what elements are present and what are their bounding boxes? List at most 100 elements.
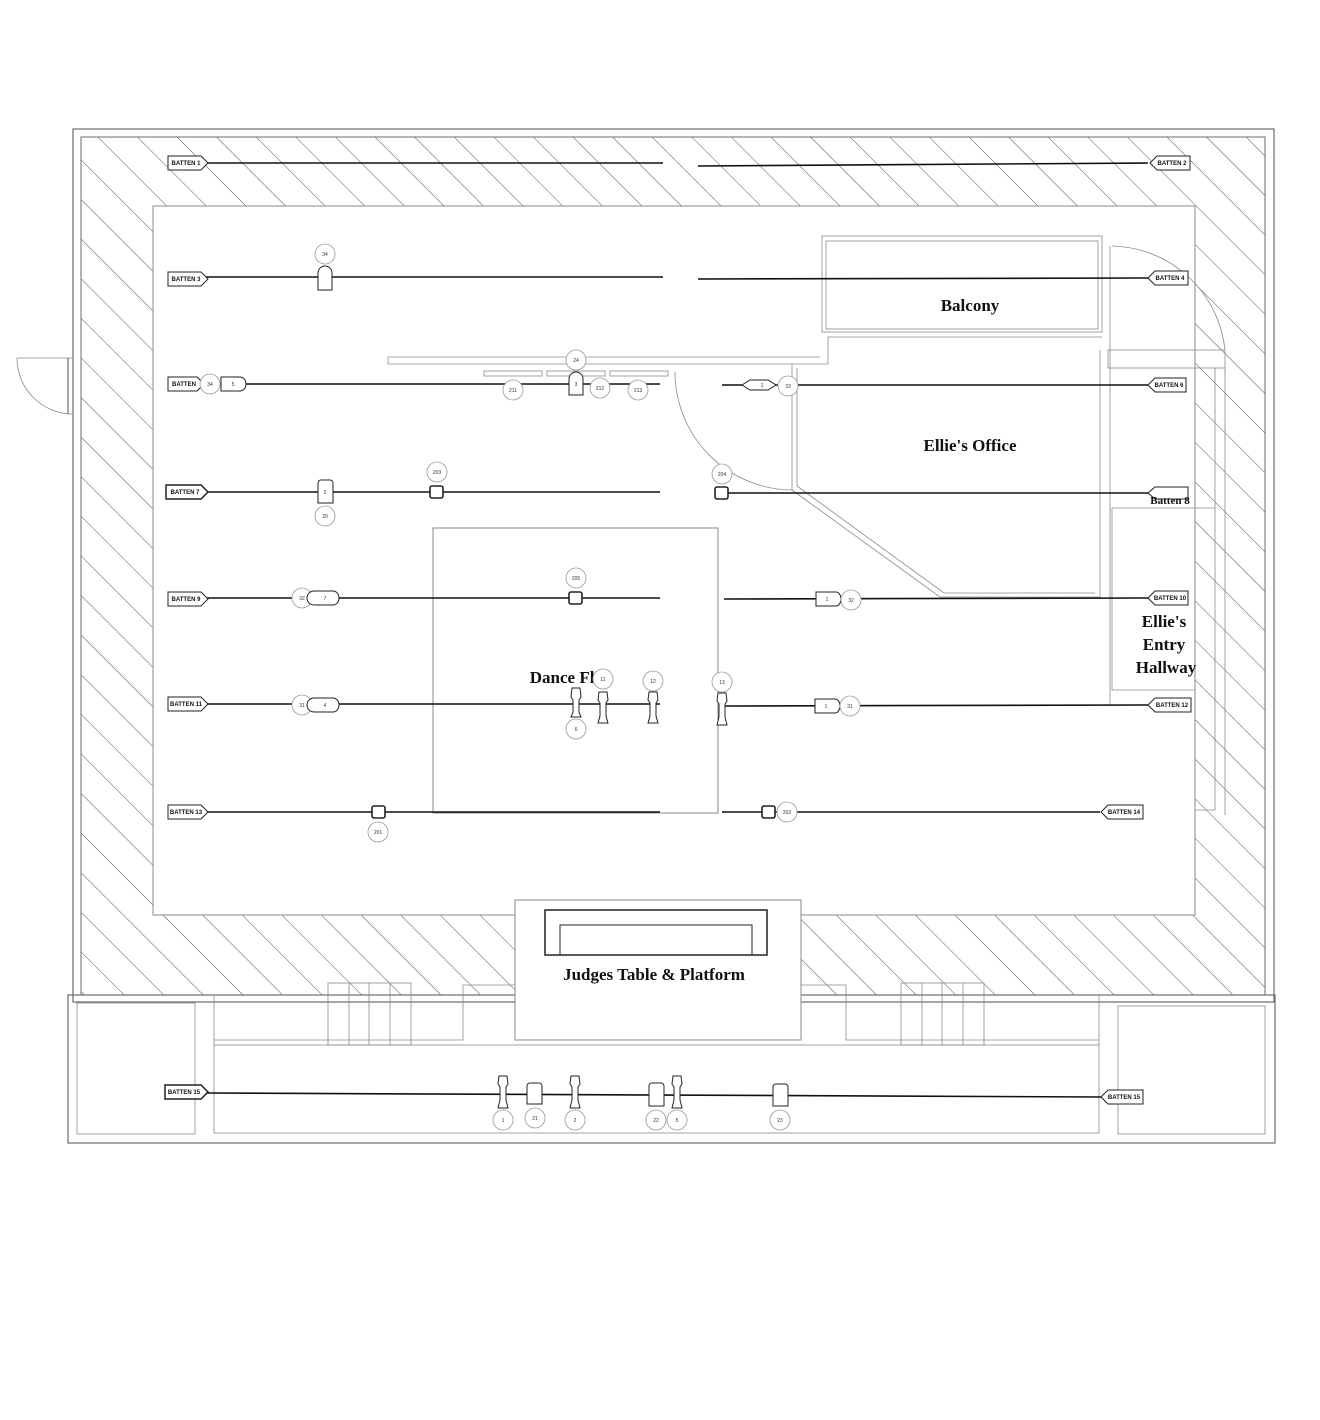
balcony-label: Balcony — [941, 296, 1000, 315]
dance-floor-label: Dance Fl r — [530, 668, 607, 687]
svg-text:BATTEN 3: BATTEN 3 — [172, 277, 202, 283]
stairs-right — [900, 982, 985, 1046]
dance-floor: Dance Fl r — [432, 527, 719, 814]
batten-tag-15-left: BATTEN 15 — [164, 1084, 210, 1100]
fixture-unit-205: 205 — [565, 567, 587, 605]
batten-8-label: Batten 8 — [1150, 495, 1190, 507]
fixture-unit-23: 23 — [769, 1083, 791, 1131]
fixture-unit-2-20: 2 20 — [314, 479, 336, 527]
fixture-unit-5-bottom: 5 — [666, 1075, 688, 1131]
svg-text:205: 205 — [572, 576, 581, 582]
batten-tag-15-right: BATTEN 15 — [1100, 1089, 1144, 1105]
svg-text:33: 33 — [785, 384, 791, 390]
svg-text:31: 31 — [847, 704, 853, 710]
truss-segments — [483, 370, 669, 377]
svg-text:204: 204 — [718, 472, 727, 478]
svg-text:12: 12 — [650, 679, 656, 685]
svg-text:BATTEN 11: BATTEN 11 — [170, 702, 203, 708]
batten-tag-7: BATTEN 7 — [165, 484, 210, 500]
fixture-unit-201: 201 — [367, 805, 389, 843]
batten-tag-2: BATTEN 2 — [1149, 155, 1191, 171]
stairs-left — [327, 982, 412, 1046]
svg-text:BATTEN: BATTEN — [172, 382, 196, 388]
batten-tag-8: Batten 8 — [1147, 486, 1190, 507]
svg-text:BATTEN 4: BATTEN 4 — [1156, 276, 1186, 282]
batten-tag-5: BATTEN — [167, 376, 205, 392]
batten-tag-9: BATTEN 9 — [167, 591, 209, 607]
svg-text:201: 201 — [374, 830, 383, 836]
fixture-unit-2-bottom: 2 — [564, 1075, 586, 1131]
fixture-unit-11: 11 — [592, 668, 614, 724]
fixture-unit-24: 24 3 — [565, 349, 587, 396]
fixture-unit-5: 34 5 — [199, 373, 247, 395]
svg-text:BATTEN 15: BATTEN 15 — [168, 1090, 201, 1096]
fixture-unit-6: 6 — [565, 687, 587, 740]
judges-platform: Judges Table & Platform — [514, 899, 802, 1041]
svg-text:1: 1 — [825, 704, 828, 710]
svg-text:20: 20 — [322, 514, 328, 520]
svg-text:32: 32 — [299, 596, 305, 602]
batten-tag-4: BATTEN 4 — [1147, 270, 1189, 286]
svg-text:31: 31 — [299, 703, 305, 709]
entry-label-line3: Hallway — [1136, 658, 1197, 677]
unit-212: 212 — [589, 377, 611, 399]
entry-label-line1: Ellie's — [1142, 612, 1187, 631]
unit-211: 211 — [502, 379, 524, 401]
svg-text:BATTEN 9: BATTEN 9 — [172, 597, 202, 603]
svg-text:212: 212 — [596, 386, 605, 392]
fixture-unit-21: 21 — [524, 1082, 546, 1129]
fixture-unit-33: 1 33 — [741, 375, 799, 397]
svg-text:1: 1 — [826, 597, 829, 603]
fixture-unit-1-31: 1 31 — [814, 695, 861, 717]
svg-text:3: 3 — [575, 382, 578, 388]
fixture-unit-202: 202 — [761, 801, 798, 823]
svg-text:BATTEN 1: BATTEN 1 — [172, 161, 202, 167]
batten-tag-10: BATTEN 10 — [1147, 590, 1189, 606]
svg-text:1: 1 — [502, 1118, 505, 1124]
batten-tag-12: BATTEN 12 — [1147, 697, 1192, 713]
svg-text:23: 23 — [777, 1118, 783, 1124]
svg-text:BATTEN 14: BATTEN 14 — [1108, 810, 1141, 816]
svg-text:211: 211 — [509, 388, 517, 394]
svg-text:2: 2 — [574, 1118, 577, 1124]
entry-label-line2: Entry — [1143, 635, 1186, 654]
svg-text:202: 202 — [783, 810, 792, 816]
fixture-unit-32-7: 32 7 — [291, 587, 340, 609]
svg-text:213: 213 — [634, 388, 643, 394]
svg-text:BATTEN 13: BATTEN 13 — [170, 810, 203, 816]
fixtures: 34 24 3 34 5 211 212 213 — [199, 243, 862, 1131]
svg-text:5: 5 — [676, 1118, 679, 1124]
fixture-unit-13: 13 — [711, 671, 733, 726]
svg-text:203: 203 — [433, 470, 442, 476]
batten-tag-3: BATTEN 3 — [167, 271, 209, 287]
svg-text:34: 34 — [207, 382, 213, 388]
svg-text:34: 34 — [322, 252, 328, 258]
svg-text:BATTEN 12: BATTEN 12 — [1156, 703, 1189, 709]
svg-text:11: 11 — [600, 677, 605, 683]
exterior-door — [16, 357, 74, 415]
svg-text:4: 4 — [324, 703, 327, 709]
judges-table-label: Judges Table & Platform — [563, 965, 745, 984]
fixture-unit-34: 34 — [314, 243, 336, 291]
svg-text:21: 21 — [532, 1116, 538, 1122]
balcony-room: Balcony — [387, 235, 1103, 365]
fixture-unit-22: 22 — [645, 1082, 667, 1131]
batten-tag-1: BATTEN 1 — [167, 155, 209, 171]
svg-text:BATTEN 6: BATTEN 6 — [1155, 383, 1185, 389]
batten-tag-13: BATTEN 13 — [167, 804, 209, 820]
fixture-unit-1-32: 1 32 — [815, 589, 862, 611]
fixture-unit-12: 12 — [642, 670, 664, 724]
fixture-unit-1-bottom: 1 — [492, 1075, 514, 1131]
batten-tag-14: BATTEN 14 — [1100, 804, 1144, 820]
svg-text:BATTEN 2: BATTEN 2 — [1158, 161, 1188, 167]
svg-text:22: 22 — [653, 1118, 659, 1124]
svg-text:13: 13 — [719, 680, 725, 686]
ellies-office: Ellie's Office — [674, 350, 1101, 598]
svg-text:7: 7 — [324, 596, 327, 602]
svg-text:BATTEN 10: BATTEN 10 — [1154, 596, 1187, 602]
building-walls — [67, 128, 1276, 1144]
office-label: Ellie's Office — [923, 436, 1016, 455]
svg-text:1: 1 — [761, 383, 764, 389]
svg-text:2: 2 — [324, 490, 327, 496]
